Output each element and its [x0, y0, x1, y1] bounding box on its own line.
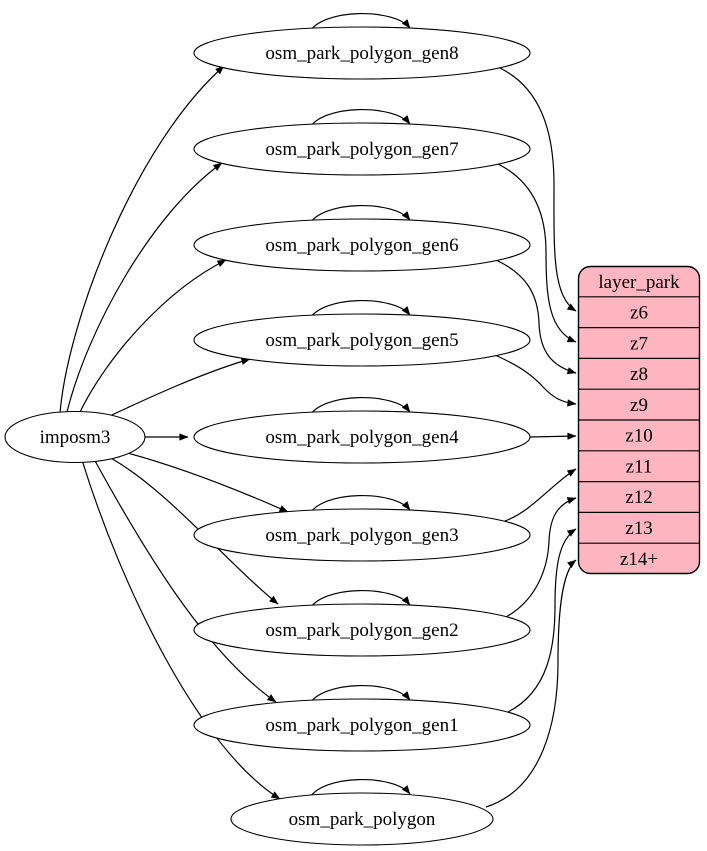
gen8-label: osm_park_polygon_gen8 [265, 43, 458, 64]
edge-gen6-to-z8 [495, 259, 577, 375]
self-loop-gen4 [308, 397, 411, 418]
node-osm-park-polygon-gen7: osm_park_polygon_gen7 [193, 122, 531, 176]
edge-imposm3-to-gen8 [59, 65, 225, 414]
node-osm-park-polygon-gen2: osm_park_polygon_gen2 [193, 603, 531, 657]
polygon-label: osm_park_polygon [289, 809, 436, 830]
gen7-ellipse [193, 122, 531, 176]
node-osm-park-polygon-gen5: osm_park_polygon_gen5 [193, 313, 531, 367]
self-loop-gen8 [308, 13, 411, 34]
layer-park-row-z12: z12 [625, 487, 652, 508]
edge-imposm3-to-polygon [81, 459, 281, 800]
node-osm-park-polygon-gen8: osm_park_polygon_gen8 [193, 26, 531, 80]
node-osm-park-polygon-gen6: osm_park_polygon_gen6 [193, 218, 531, 272]
gen5-label: osm_park_polygon_gen5 [265, 330, 458, 351]
layer-park-row-z8: z8 [630, 364, 648, 385]
edge-imposm3-to-gen3 [119, 450, 289, 513]
edges-importer-to-tables [59, 65, 289, 800]
edges-tables-to-layer [485, 67, 577, 808]
imposm3-label: imposm3 [40, 427, 111, 448]
gen3-label: osm_park_polygon_gen3 [265, 525, 458, 546]
layer-park-row-z11: z11 [626, 457, 653, 478]
layer-park-title: layer_park [598, 272, 680, 293]
edge-gen1-to-z13 [507, 528, 577, 713]
node-osm-park-polygon-gen4: osm_park_polygon_gen4 [193, 410, 531, 464]
edge-gen5-to-z9 [494, 354, 577, 407]
gen2-label: osm_park_polygon_gen2 [265, 620, 458, 641]
self-loop-gen5 [308, 300, 411, 321]
gen6-label: osm_park_polygon_gen6 [265, 235, 458, 256]
layer-park-row-z13: z13 [625, 518, 652, 539]
layer-park-row-z7: z7 [630, 334, 648, 355]
gen1-ellipse [193, 698, 531, 752]
node-osm-park-polygon-gen1: osm_park_polygon_gen1 [193, 698, 531, 752]
gen5-ellipse [193, 313, 531, 367]
self-loop-gen3 [308, 495, 411, 516]
gen1-label: osm_park_polygon_gen1 [265, 715, 458, 736]
node-imposm3: imposm3 [4, 410, 146, 464]
gen3-ellipse [193, 508, 531, 562]
self-loop-gen6 [308, 205, 411, 226]
self-loop-polygon [308, 779, 411, 800]
self-loop-gen7 [308, 109, 411, 130]
edges-self-loops [308, 13, 411, 800]
layer-park-row-z9: z9 [630, 395, 648, 416]
edge-imposm3-to-gen7 [66, 162, 223, 413]
gen2-ellipse [193, 603, 531, 657]
layer-park-row-z14: z14+ [620, 549, 658, 570]
gen7-label: osm_park_polygon_gen7 [265, 139, 458, 160]
layer-park-row-z6: z6 [630, 303, 648, 324]
edge-imposm3-to-gen5 [98, 357, 251, 422]
node-layer-park: layer_park z6 z7 z8 z9 z10 z11 z12 z13 z… [577, 265, 701, 575]
edge-gen4-to-z10 [529, 432, 577, 440]
gen4-ellipse [193, 410, 531, 464]
edge-polygon-to-z14 [485, 559, 577, 808]
gen4-label: osm_park_polygon_gen4 [265, 427, 459, 448]
edge-imposm3-to-gen1 [93, 458, 277, 703]
edge-imposm3-to-gen2 [106, 455, 279, 605]
edge-gen8-to-z6 [499, 67, 577, 312]
edge-gen3-to-z11 [504, 468, 577, 522]
polygon-ellipse [230, 792, 494, 846]
layer-park-row-z10: z10 [625, 426, 652, 447]
edge-imposm3-to-gen6 [78, 259, 227, 415]
self-loop-gen1 [308, 685, 411, 706]
edge-gen7-to-z7 [497, 163, 577, 343]
gen6-ellipse [193, 218, 531, 272]
node-osm-park-polygon-gen3: osm_park_polygon_gen3 [193, 508, 531, 562]
node-osm-park-polygon: osm_park_polygon [230, 792, 494, 846]
self-loop-gen2 [308, 590, 411, 611]
edge-gen2-to-z12 [505, 497, 577, 618]
gen8-ellipse [193, 26, 531, 80]
imposm3-ellipse [4, 410, 146, 464]
